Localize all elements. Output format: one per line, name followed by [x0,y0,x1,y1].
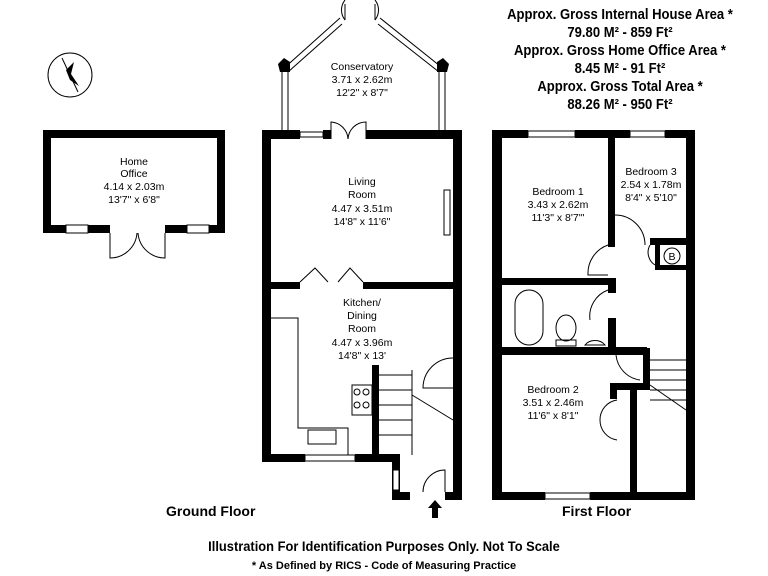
bedroom1-imperial: 11'3" x 8'7'" [532,212,585,224]
living-room-metric: 4.47 x 3.51m [332,203,393,215]
bedroom1-metric: 3.43 x 2.62m [528,199,589,211]
living-room-name: Room [348,189,376,201]
conservatory-name: Conservatory [331,61,394,73]
boiler-label: B [668,251,675,263]
footnote: * As Defined by RICS - Code of Measuring… [251,560,517,572]
conservatory-plan: Conservatory 3.71 x 2.62m 12'2" x 8'7" [278,0,449,130]
conservatory-imperial: 12'2" x 8'7" [336,87,388,99]
toilet-icon [555,314,577,342]
first-floor-plan: B Bedroom 1 3.43 x 2.62m 11'3" x 8'7'" B… [492,130,695,500]
kitchen-name: Dining [347,310,377,322]
kitchen-name: Kitchen/ [343,297,381,309]
basin-icon [583,340,607,346]
office-area-value: 8.45 M² - 91 Ft² [574,61,666,77]
home-office-name: Home [120,156,148,168]
internal-area-label: Approx. Gross Internal House Area * [507,7,733,23]
home-office-name: Office [120,168,147,180]
bedroom3-metric: 2.54 x 1.78m [621,179,682,191]
bedroom3-imperial: 8'4" x 5'10" [625,192,677,204]
disclaimer: Illustration For Identification Purposes… [208,538,560,554]
ground-floor-label: Ground Floor [166,503,256,519]
total-area-value: 88.26 M² - 950 Ft² [567,97,673,113]
kitchen-name: Room [348,323,376,335]
boiler-icon [663,247,681,265]
internal-area-value: 79.80 M² - 859 Ft² [567,25,673,41]
up-arrow-icon [428,500,442,518]
total-area-label: Approx. Gross Total Area * [537,79,703,95]
conservatory-metric: 3.71 x 2.62m [332,74,393,86]
bedroom3-name: Bedroom 3 [625,166,677,178]
compass-icon [47,52,93,98]
home-office-metric: 4.14 x 2.03m [104,181,165,193]
kitchen-metric: 4.47 x 3.96m [332,337,393,349]
bedroom2-metric: 3.51 x 2.46m [523,397,584,409]
bedroom2-imperial: 11'6" x 8'1" [528,410,579,422]
area-summary: Approx. Gross Internal House Area * 79.8… [485,6,755,114]
home-office-plan: Home Office 4.14 x 2.03m 13'7" x 6'8" [43,130,225,259]
home-office-imperial: 13'7" x 6'8" [108,194,160,206]
office-area-label: Approx. Gross Home Office Area * [513,43,727,59]
bedroom1-name: Bedroom 1 [532,186,584,198]
bedroom2-name: Bedroom 2 [527,384,579,396]
living-room-name: Living [348,176,376,188]
ground-floor-plan: Living Room 4.47 x 3.51m 14'8" x 11'6" K… [262,121,462,518]
bath-icon [514,289,544,346]
living-room-imperial: 14'8" x 11'6" [334,216,391,228]
kitchen-imperial: 14'8" x 13' [338,350,386,362]
first-floor-label: First Floor [562,503,632,519]
